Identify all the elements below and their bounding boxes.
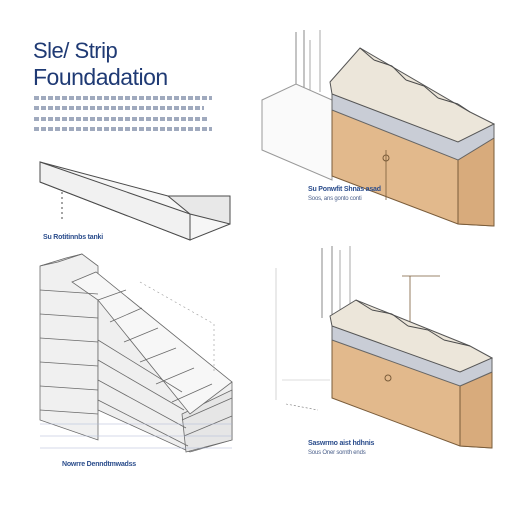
paragraph-line <box>34 127 212 131</box>
top-right-caption-1: Su Ponwfit Shnas asad <box>308 186 381 193</box>
top-right-caption-2: Soos, ans gonto conti <box>308 196 362 202</box>
paragraph-line <box>34 117 208 121</box>
title-line-1: Sle/ Strip <box>33 38 118 63</box>
brick-stair <box>39 253 233 453</box>
bottom-right-caption-1: Saswrmo aist hdhnis <box>308 440 375 447</box>
paragraph-line <box>34 106 204 110</box>
paragraph-line <box>34 96 212 100</box>
strip-beam <box>39 161 231 241</box>
section-bottom-right <box>275 246 494 449</box>
brick-caption: Nowrre Denndtmwadss <box>62 461 136 468</box>
section-top-right <box>261 30 496 227</box>
beam-caption: Su Rotitinnbs tanki <box>43 234 103 241</box>
bottom-right-caption-2: Sous Oner sornth ends <box>308 450 366 456</box>
title-line-2: Foundadation <box>33 64 168 90</box>
